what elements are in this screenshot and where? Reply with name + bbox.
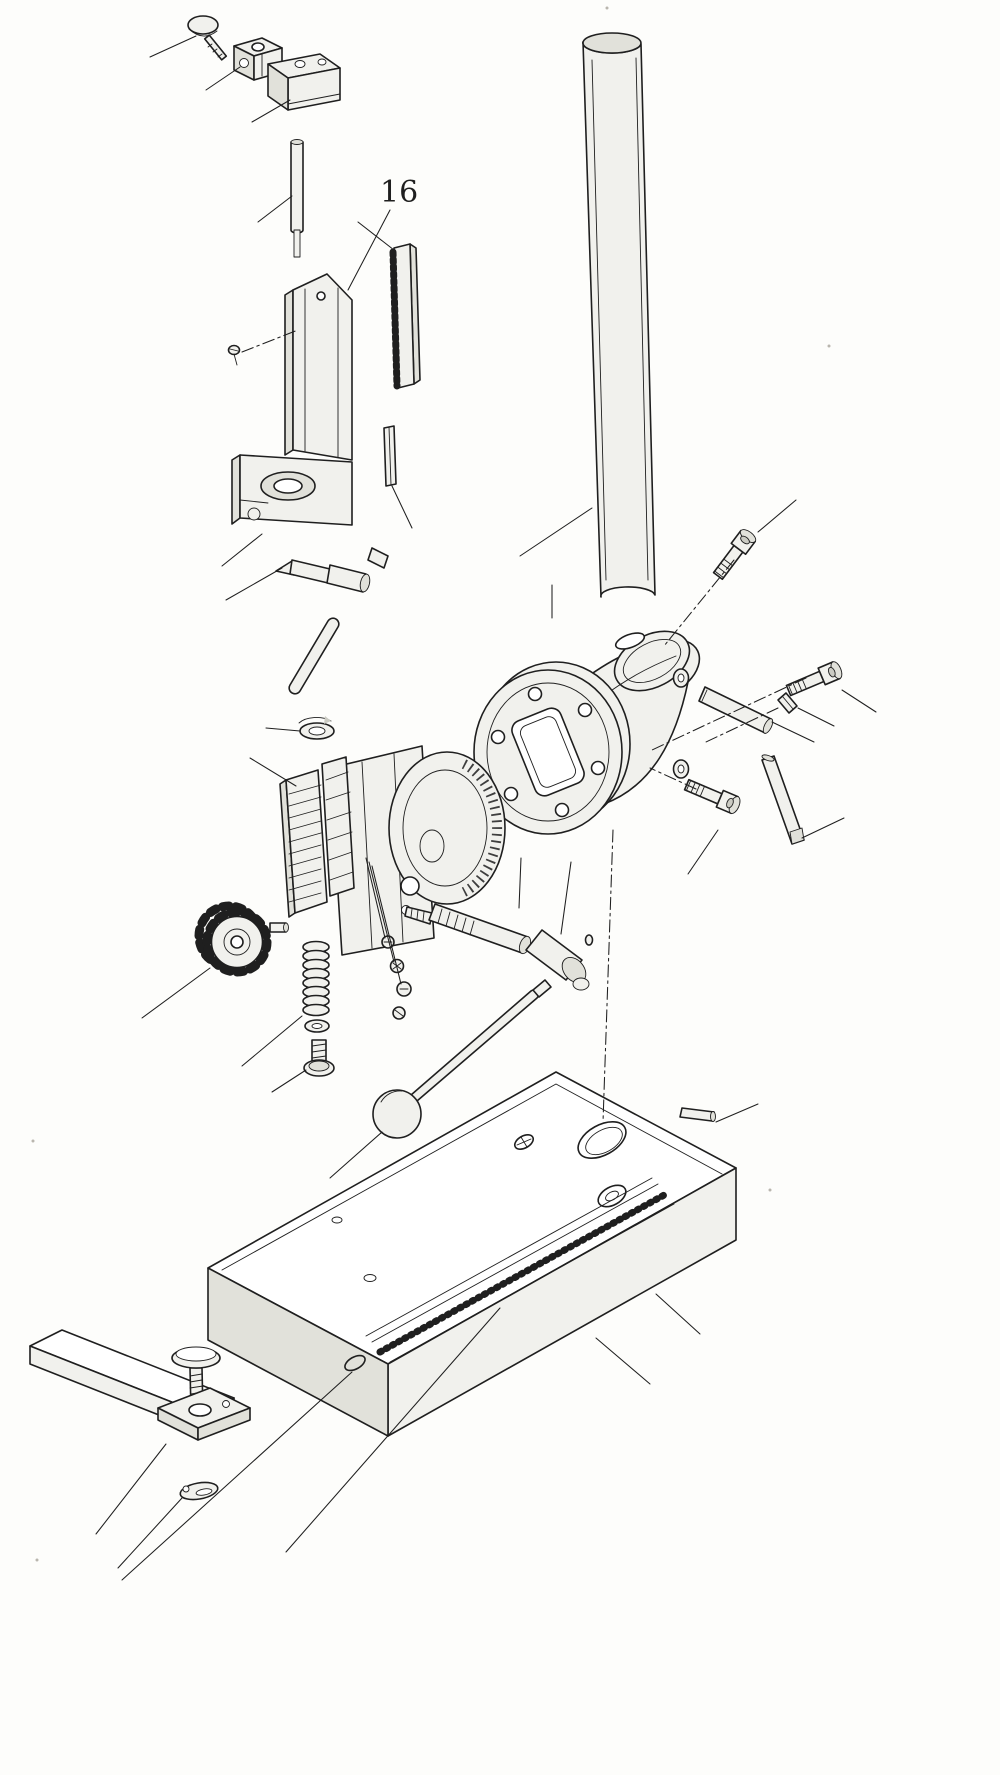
guide-rod [290, 139, 304, 258]
washer-lower [672, 759, 690, 779]
base [207, 1071, 737, 1437]
clamp-handle [372, 979, 552, 1139]
part-number-label: 16 [380, 175, 418, 210]
set-screw-small [227, 344, 241, 366]
base-pin [679, 1107, 716, 1122]
stop-knob [187, 15, 228, 61]
leader-lines [95, 35, 877, 1581]
washer-upper [672, 668, 690, 688]
return-spring [302, 940, 330, 1017]
tiny-pin [584, 934, 594, 946]
paper-specks [31, 6, 831, 1562]
dowel-pin [698, 686, 774, 734]
fence-clamp-plate [157, 1387, 251, 1441]
gear-pin [269, 922, 289, 933]
rack [389, 243, 421, 390]
center-lines [241, 329, 807, 1123]
key-block [367, 547, 389, 569]
carriage-bracket-plate [231, 273, 353, 526]
column-support-collar [473, 630, 701, 835]
clamp-pin [761, 754, 805, 845]
clamp-shaft [404, 903, 532, 955]
gib-strip [383, 425, 397, 487]
clamp-barrel [525, 929, 590, 991]
stop-bracket [267, 53, 341, 111]
lock-washer-cap [298, 716, 335, 740]
cap-screw-lower [683, 778, 741, 815]
pivot-pin [275, 559, 371, 593]
handle-rod-short [288, 617, 340, 695]
small-fasteners-cascade [381, 935, 412, 1020]
cap-screw-right [785, 661, 843, 697]
carriage-body [279, 745, 506, 956]
pinion-gear [194, 901, 272, 977]
spring-washer [304, 1019, 330, 1033]
cap-screw-upper [712, 529, 757, 581]
shoulder-screw [303, 1039, 335, 1077]
column [582, 32, 656, 598]
cone-pin [777, 692, 798, 714]
lock-tab [179, 1481, 219, 1501]
